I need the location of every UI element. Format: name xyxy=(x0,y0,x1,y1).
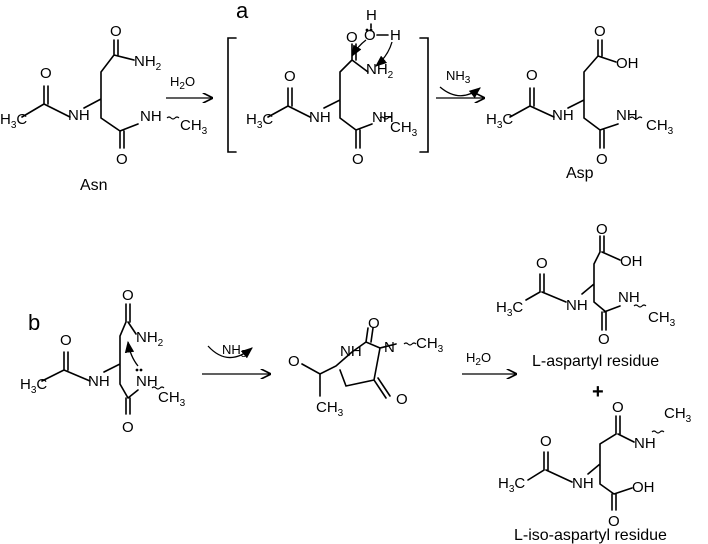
plus-sign: + xyxy=(592,381,604,403)
panel-a-label: a xyxy=(236,0,249,23)
reagent-ammonia: NH3 xyxy=(446,68,471,86)
water-arrow: H2O xyxy=(166,74,212,98)
atom-ch3: CH3 xyxy=(416,335,444,355)
atom-o: O xyxy=(110,23,122,40)
asn-molecule: O H3C NH O NH2 O NH CH3 xyxy=(0,23,208,168)
atom-nh: NH xyxy=(140,108,162,125)
atom-oh: OH xyxy=(632,479,655,496)
atom-nh: NH xyxy=(552,107,574,124)
panel-b-label: b xyxy=(28,310,40,335)
atom-h3c: H3C xyxy=(20,376,47,396)
atom-o: O xyxy=(612,399,624,416)
ammonia-loss-arrow: NH3 xyxy=(202,342,270,374)
asp-molecule: O H3C NH O OH O NH CH3 xyxy=(486,23,674,168)
atom-nh: NH xyxy=(309,109,331,126)
atom-water-h: H xyxy=(390,27,401,44)
atom-o: O xyxy=(596,151,608,168)
atom-h3c: H3C xyxy=(496,299,523,319)
asn-start-molecule: O H3C NH O NH2 O NH CH3 xyxy=(20,287,186,436)
atom-water-h: H xyxy=(366,7,377,24)
label-l-aspartyl: L-aspartyl residue xyxy=(532,353,659,370)
atom-o: O xyxy=(284,68,296,85)
atom-o: O xyxy=(540,433,552,450)
atom-h3c: H3C xyxy=(486,111,513,131)
atom-o: O xyxy=(596,221,608,238)
atom-o: O xyxy=(368,315,380,332)
label-l-isoaspartyl: L-iso-aspartyl residue xyxy=(514,527,667,544)
left-bracket xyxy=(227,37,237,153)
atom-o: O xyxy=(122,287,134,304)
atom-nh: NH xyxy=(136,373,158,390)
atom-nh: NH xyxy=(340,343,362,360)
atom-o: O xyxy=(608,513,620,530)
atom-ch3: CH3 xyxy=(180,117,208,137)
atom-o: O xyxy=(526,67,538,84)
atom-nh2: NH2 xyxy=(136,329,164,349)
atom-nh: NH xyxy=(616,107,638,124)
atom-oh: OH xyxy=(616,55,639,72)
atom-h3c: H3C xyxy=(0,111,27,131)
ammonia-release-arrow: NH3 xyxy=(436,68,484,98)
label-asn: Asn xyxy=(80,177,108,194)
l-isoaspartyl-molecule: O H3C NH O NH CH3 O OH xyxy=(498,399,692,530)
atom-h3c: H3C xyxy=(498,475,525,495)
atom-o: O xyxy=(60,332,72,349)
atom-o: O xyxy=(346,29,358,46)
water-arrow-b: H2O xyxy=(462,350,516,374)
atom-nh: NH xyxy=(566,297,588,314)
reagent-water: H2O xyxy=(170,74,195,92)
right-bracket xyxy=(419,37,429,153)
atom-nh2: NH2 xyxy=(134,53,162,73)
atom-nh: NH xyxy=(88,373,110,390)
intermediate-molecule: O H3C NH O NH2 O NH CH3 H O H xyxy=(246,7,418,168)
atom-ch3: CH3 xyxy=(646,117,674,137)
atom-o: O xyxy=(396,391,408,408)
atom-o: O xyxy=(40,65,52,82)
label-asp: Asp xyxy=(566,165,594,182)
atom-oh: OH xyxy=(620,253,643,270)
atom-water-o: O xyxy=(364,27,376,44)
atom-o: O xyxy=(598,331,610,348)
atom-ch3: CH3 xyxy=(158,389,186,409)
atom-nh: NH xyxy=(372,109,394,126)
reagent-water: H2O xyxy=(466,350,491,368)
atom-h3c: H3C xyxy=(246,111,273,131)
atom-ch3: CH3 xyxy=(390,119,418,139)
atom-o: O xyxy=(288,353,300,370)
atom-nh: NH xyxy=(618,289,640,306)
atom-nh: NH xyxy=(572,475,594,492)
atom-ch3: CH3 xyxy=(664,405,692,425)
atom-ch3: CH3 xyxy=(316,399,344,419)
succinimide-molecule: O CH3 NH O N CH3 O xyxy=(288,315,444,419)
atom-o: O xyxy=(594,23,606,40)
atom-o: O xyxy=(116,151,128,168)
atom-nh: NH xyxy=(634,435,656,452)
l-aspartyl-molecule: O H3C NH O OH O NH CH3 xyxy=(496,221,676,348)
atom-o: O xyxy=(122,419,134,436)
atom-nh2: NH2 xyxy=(366,61,394,81)
atom-n: N xyxy=(384,339,395,356)
atom-o: O xyxy=(352,151,364,168)
atom-o: O xyxy=(536,255,548,272)
atom-nh: NH xyxy=(68,107,90,124)
atom-ch3: CH3 xyxy=(648,309,676,329)
